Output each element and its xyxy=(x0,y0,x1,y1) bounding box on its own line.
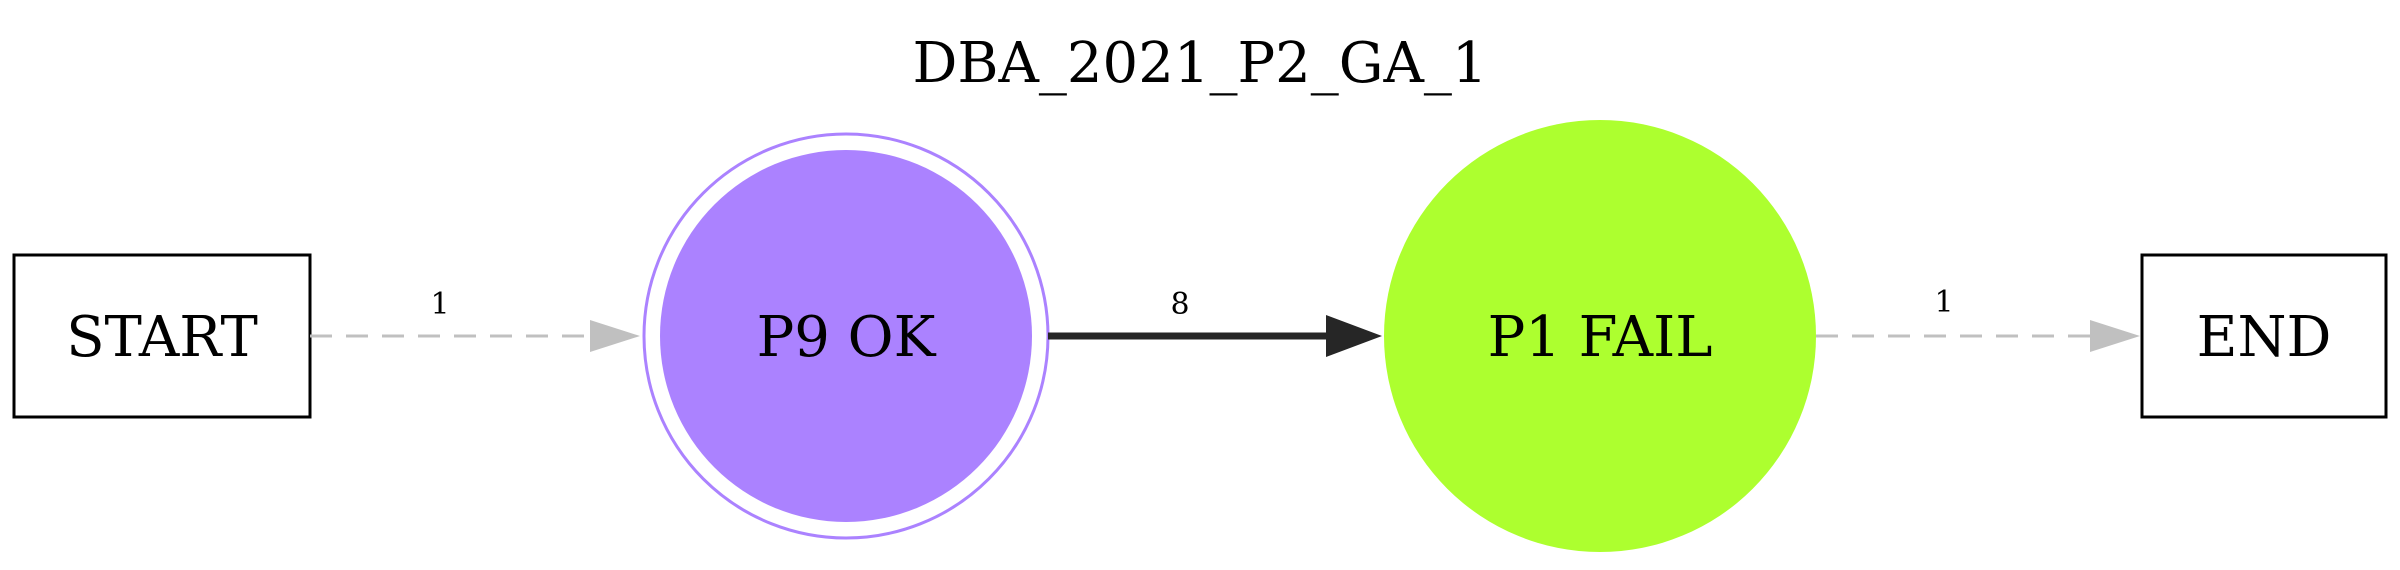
diagram-title: DBA_2021_P2_GA_1 xyxy=(912,31,1487,96)
edge-p9-to-p1-arrowhead xyxy=(1326,315,1382,357)
edge-p1-to-end-arrowhead xyxy=(2090,320,2140,352)
edge-p1-to-end-label: 1 xyxy=(1934,285,1953,320)
node-end-box xyxy=(2140,253,2388,419)
edge-start-to-p9-label: 1 xyxy=(430,287,449,322)
node-start-box xyxy=(12,253,312,419)
node-p1-fail[interactable]: P1 FAIL xyxy=(1384,120,1816,552)
node-p1-fail-circle xyxy=(1384,120,1816,552)
node-p9-ok-circle xyxy=(660,150,1032,522)
edge-start-to-p9-arrowhead xyxy=(590,320,640,352)
node-p1-fail-label: P1 FAIL xyxy=(1488,305,1713,370)
node-start-label: START xyxy=(66,305,258,370)
edge-start-to-p9: 1 xyxy=(310,287,640,352)
edge-p9-to-p1: 8 xyxy=(1048,287,1382,357)
edge-p1-to-end: 1 xyxy=(1816,285,2140,352)
node-end-label: END xyxy=(2197,305,2332,370)
node-end[interactable]: END xyxy=(2140,253,2388,419)
node-start[interactable]: START xyxy=(12,253,312,419)
node-p9-ok[interactable]: P9 OK xyxy=(642,132,1050,540)
node-p9-ok-label: P9 OK xyxy=(757,305,937,370)
edge-p9-to-p1-label: 8 xyxy=(1170,287,1189,322)
